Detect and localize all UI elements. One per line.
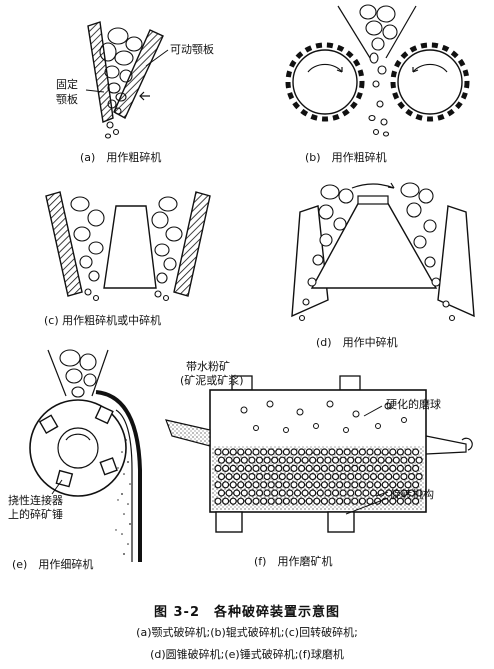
discharge-outlet <box>425 435 467 455</box>
panel-f-caption: (f) 用作磨矿机 <box>254 554 332 568</box>
discharge-arrow <box>461 437 473 451</box>
ball-label: 硬化的磨球 <box>386 397 441 411</box>
ore-chunks-d <box>298 182 456 322</box>
rotate-leader-1 <box>375 491 389 497</box>
left-crushing-wall <box>45 191 83 297</box>
panel-b-caption: (b) 用作粗碎机 <box>305 150 387 164</box>
hammer-label-line2: 上的碎矿锤 <box>8 507 63 521</box>
figure-title: 图 3-2 各种破碎装置示意图 <box>153 605 340 620</box>
movable-jaw-leader <box>145 49 169 67</box>
feed-hopper-e <box>47 349 109 397</box>
grinding-balls-upper <box>240 400 407 433</box>
discharge-chute-wall <box>115 409 133 562</box>
left-toothed-roll <box>285 42 365 122</box>
panel-a-jaw-crusher: 可动颚板 固定 颚板 (a) 用作粗碎机 <box>56 21 214 164</box>
hammer-leader <box>51 479 63 495</box>
right-mantle-wall <box>437 205 475 318</box>
panel-b-roll-crusher: (b) 用作粗碎机 <box>285 4 470 164</box>
panel-a-caption: (a) 用作粗碎机 <box>80 150 161 164</box>
support-roller-left <box>215 511 243 533</box>
panel-e-caption: (e) 用作细碎机 <box>12 557 93 571</box>
fixed-jaw-label-line2: 颚板 <box>56 92 78 106</box>
panel-c-caption: (c) 用作粗碎机或中碎机 <box>44 313 161 327</box>
ore-chunks-b <box>359 4 398 137</box>
crushing-devices-figure: 可动颚板 固定 颚板 (a) 用作粗碎机 <box>8 4 475 571</box>
rotation-arrow-d <box>351 183 395 189</box>
fixed-jaw-plate <box>87 21 114 123</box>
feed-label-line1: 带水粉矿 <box>186 360 230 373</box>
rotate-leader-2 <box>345 497 389 515</box>
rotor-arrow <box>65 433 91 441</box>
movable-jaw-label: 可动颚板 <box>170 42 214 56</box>
fixed-jaw-label-line1: 固定 <box>56 77 78 91</box>
panel-d-caption: (d) 用作中碎机 <box>316 335 398 349</box>
panel-f-ball-mill: 带水粉矿 (矿泥或矿浆) 硬化的磨球 旋转机构 (f) 用作磨矿机 <box>165 360 473 568</box>
fine-ore-discharge <box>115 439 131 555</box>
cone-top <box>357 195 389 205</box>
feed-label-line2: (矿泥或矿浆) <box>180 373 244 387</box>
ore-chunks-c <box>70 196 183 302</box>
panel-c-gyratory-crusher: (c) 用作粗碎机或中碎机 <box>44 191 211 327</box>
figure-legend-line1: (a)颚式破碎机;(b)辊式破碎机;(c)回转破碎机; <box>136 626 358 639</box>
ore-chunks-e <box>59 349 97 398</box>
feed-inlet <box>165 419 211 447</box>
support-roller-right <box>327 511 355 533</box>
panel-e-hammer-crusher: 挠性连接器 上的碎矿锤 (e) 用作细碎机 <box>8 349 142 571</box>
rotate-label: 旋转机构 <box>390 487 434 501</box>
mill-top-bracket-right <box>339 375 361 391</box>
panel-d-cone-crusher: (d) 用作中碎机 <box>291 182 475 349</box>
ore-chunks <box>99 27 143 139</box>
ball-leader <box>363 405 383 417</box>
crushing-cone <box>103 205 157 289</box>
right-crushing-wall <box>173 191 211 297</box>
rotation-arrowhead-d <box>387 182 395 189</box>
figure-legend-line2: (d)圆锥破碎机;(e)锤式破碎机;(f)球磨机 <box>150 648 344 661</box>
hammer-label-line1: 挠性连接器 <box>8 493 63 507</box>
right-toothed-roll <box>390 42 470 122</box>
feed-hopper-b <box>337 5 417 59</box>
fixed-jaw-leader <box>85 89 105 93</box>
jaw-motion-arrow <box>139 91 150 101</box>
crusher-casing <box>95 390 142 562</box>
